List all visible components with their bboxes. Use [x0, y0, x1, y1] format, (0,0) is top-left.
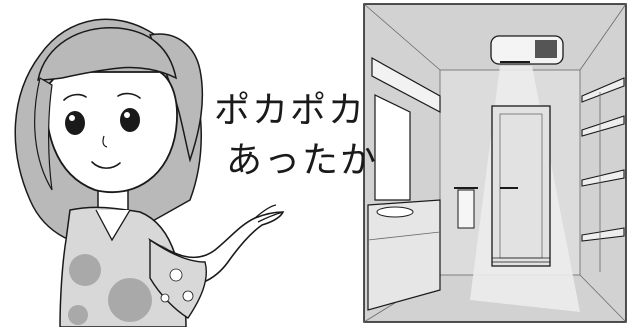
- hand-fingers: [254, 204, 284, 223]
- hair-side-left: [34, 77, 53, 191]
- towel: [454, 187, 478, 229]
- right-shelves: [581, 77, 625, 272]
- eye-left-highlight: [69, 115, 75, 121]
- ceiling-heater: [490, 35, 564, 65]
- nose: [102, 135, 108, 148]
- bathroom-illustration: [363, 3, 627, 323]
- eyebrow-right: [117, 92, 141, 99]
- mouth: [91, 161, 121, 169]
- caption-line-1: ポカポカ: [214, 90, 367, 131]
- upper-cabinet: [371, 56, 441, 113]
- woman-illustration: [14, 18, 285, 327]
- eye-right: [120, 108, 140, 132]
- hair-bangs: [37, 26, 178, 81]
- door: [491, 105, 551, 267]
- sleeve-pattern: [160, 268, 194, 303]
- caption-line-2: あったか: [226, 140, 379, 181]
- vanity: [367, 199, 441, 311]
- eyebrow-left: [63, 93, 87, 101]
- shirt-pattern: [68, 245, 170, 325]
- eye-left: [65, 111, 85, 135]
- sink: [376, 206, 414, 218]
- eye-right-highlight: [124, 112, 130, 118]
- shirt-collar: [95, 209, 131, 242]
- face: [45, 71, 178, 194]
- mirror: [374, 94, 411, 201]
